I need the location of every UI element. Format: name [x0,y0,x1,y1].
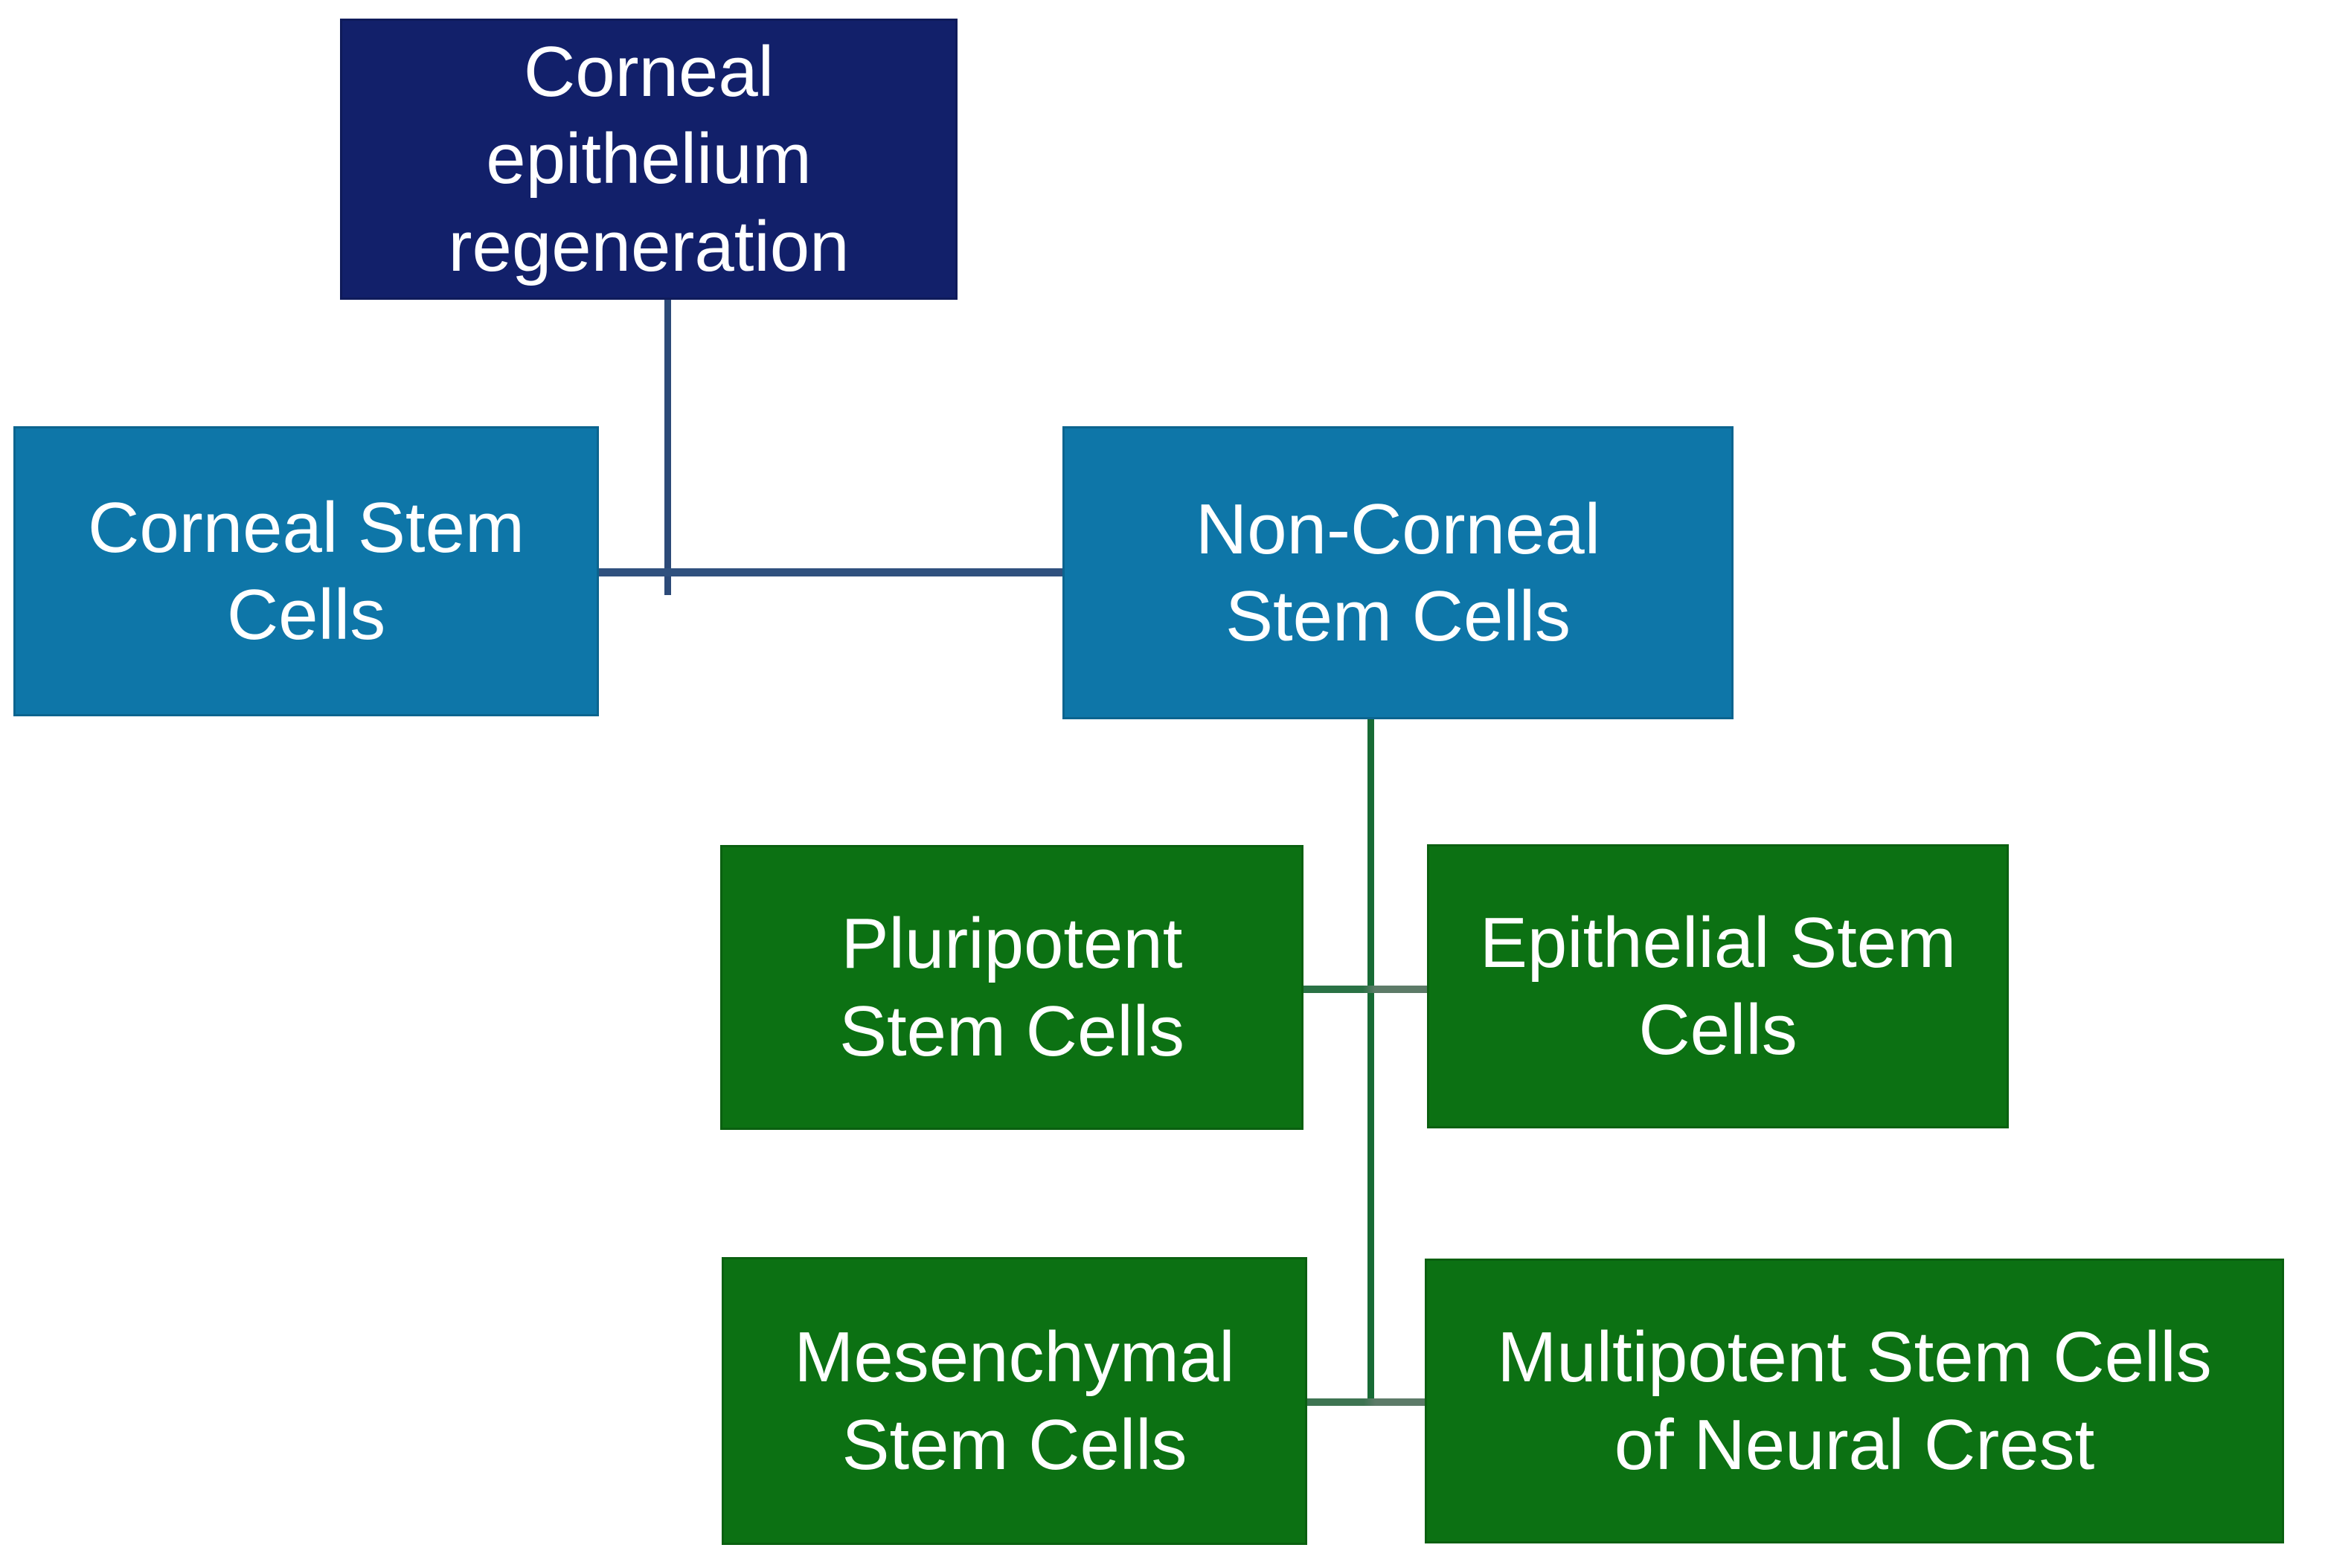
node-label: Mesenchymal Stem Cells [794,1317,1235,1485]
connector-mesenchymal-multipotent-horizontal-line [1307,1398,1425,1406]
node-epithelial-stem-cells: Epithelial Stem Cells [1427,844,2009,1128]
node-pluripotent-stem-cells: Pluripotent Stem Cells [720,845,1303,1130]
node-label: Non-Corneal Stem Cells [1195,489,1601,656]
node-label: Epithelial Stem Cells [1479,902,1957,1070]
connector-root-to-row1-vertical-line [664,298,671,595]
node-label: Corneal Stem Cells [88,487,525,655]
connector-pluripotent-epithelial-horizontal-line [1303,986,1427,993]
node-mesenchymal-stem-cells: Mesenchymal Stem Cells [722,1257,1307,1545]
connector-noncorneal-to-children-vertical-line [1367,718,1374,1406]
node-multipotent-stem-cells-of-neural-crest: Multipotent Stem Cells of Neural Crest [1425,1259,2284,1543]
node-label: Multipotent Stem Cells of Neural Crest [1497,1317,2212,1485]
node-corneal-stem-cells: Corneal Stem Cells [13,426,599,716]
node-label: Pluripotent Stem Cells [838,904,1185,1071]
node-non-corneal-stem-cells: Non-Corneal Stem Cells [1062,426,1734,719]
connector-corneal-noncorneal-horizontal-line [599,568,1062,576]
node-corneal-epithelium-regeneration: Corneal epithelium regeneration [340,19,958,300]
node-label: Corneal epithelium regeneration [448,32,850,286]
